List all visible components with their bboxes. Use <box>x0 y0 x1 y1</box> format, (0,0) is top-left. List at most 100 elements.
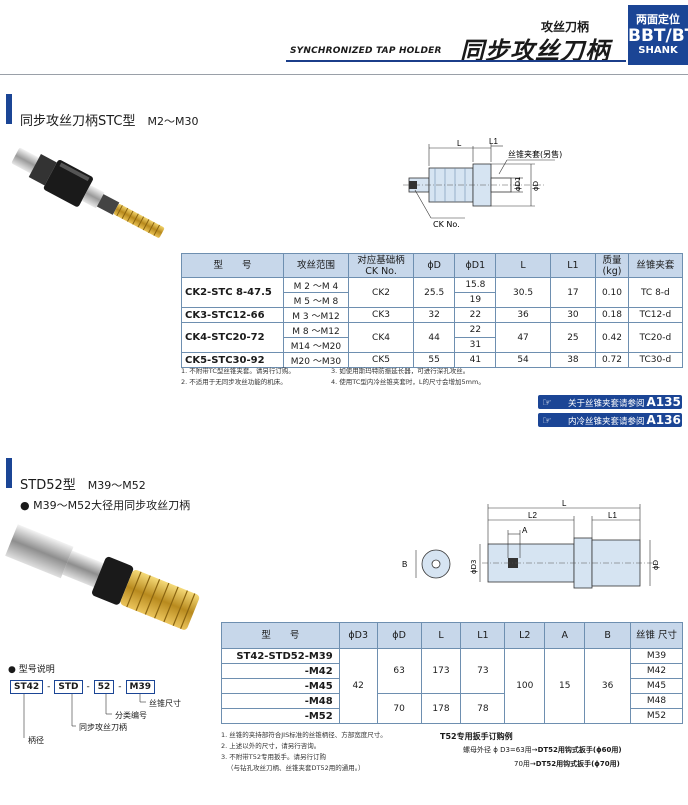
cell-size: M42 <box>630 663 683 679</box>
cell-l2: 100 <box>504 648 546 724</box>
section1-notes-left: 1. 不附带TC型丝锥夹套。请另行订购。 2. 不适用于无同步攻丝功能的机床。 <box>181 366 331 388</box>
code-class: 52 <box>93 680 115 694</box>
shank-badge-top: 两面定位 <box>636 13 680 26</box>
table-row: ST42-STD52-M39 42 63 173 73 100 15 36 M3… <box>221 648 683 724</box>
shank-badge-mid: BBT/BT <box>628 26 688 46</box>
section2-range: M39～M52 <box>87 479 146 492</box>
pointing-hand-icon: ☞ <box>542 396 552 409</box>
th-ck: 对应基础柄 CK No. <box>347 253 415 278</box>
cell-size: M52 <box>630 708 683 724</box>
note-item: 4. 使用TC型内冷丝锥夹套时，L的尺寸会增加5mm。 <box>331 378 485 386</box>
code-sep: - <box>118 682 122 692</box>
cell-model: -M52 <box>221 708 340 724</box>
cell-size: M48 <box>630 693 683 709</box>
th-a: A <box>544 622 586 649</box>
cell-a: 15 <box>544 648 586 724</box>
cell-l1: 17 <box>549 277 597 308</box>
model-explain-title-text: 型号说明 <box>18 665 55 675</box>
th-model: 型 号 <box>181 253 284 278</box>
wrench-line2: 70用→DT52用钩式扳手(ϕ70用) <box>514 759 620 769</box>
ref-text: 关于丝锥夹套请参阅 <box>568 399 645 409</box>
wrench-line1: 螺母外径 ϕ D3=63用→DT52用钩式扳手(ϕ60用) <box>463 745 622 755</box>
cell-model: -M45 <box>221 678 340 694</box>
code-size: M39 <box>125 680 156 694</box>
section2-title-text: STD52型 <box>20 478 76 493</box>
cell-ck: CK3 <box>347 307 415 323</box>
cell-range: M 8 ～M12 <box>282 322 349 338</box>
cell-d1: 41 <box>454 352 497 368</box>
cell-l: 54 <box>495 352 551 368</box>
section2-title: STD52型 M39～M52 <box>20 474 146 493</box>
label-class-no: 分类编号 <box>115 711 147 720</box>
std52-spec-table: 型 号 ϕD3 ϕD L L1 L2 A B 丝锥 尺寸 ST42-STD52-… <box>221 622 683 724</box>
diagram2-label-l: L <box>562 500 567 508</box>
cell-l: 178 <box>420 693 462 724</box>
cell-d: 70 <box>376 693 422 724</box>
th-tap-size: 丝锥 尺寸 <box>630 622 683 649</box>
label-tap-size: 丝锥尺寸 <box>149 699 181 708</box>
cell-model: CK3-STC12-66 <box>181 307 284 323</box>
th-range: 攻丝范围 <box>282 253 349 278</box>
diagram2-label-b: B <box>402 560 407 569</box>
pointing-hand-icon: ☞ <box>542 414 552 427</box>
section1-title-text: 同步攻丝刀柄STC型 <box>20 114 136 129</box>
cell-l1: 30 <box>549 307 597 323</box>
th-d: ϕD <box>376 622 422 649</box>
cell-collet: TC30-d <box>627 352 684 368</box>
cell-d: 63 <box>376 648 422 694</box>
th-model: 型 号 <box>221 622 340 649</box>
code-sep: - <box>47 682 51 692</box>
cell-d1: 19 <box>454 292 497 308</box>
label-shank-dia: 柄径 <box>28 736 44 745</box>
cell-model: CK4-STC20-72 <box>181 322 284 353</box>
cell-collet: TC 8-d <box>627 277 684 308</box>
th-collet: 丝锥夹套 <box>627 253 684 278</box>
table-row: CK4-STC20-72 M 8 ～M12 CK4 44 22 47 25 0.… <box>181 322 684 353</box>
cell-range: M 2 ～M 4 <box>282 277 349 293</box>
std52-diagram: L L2 L1 A B ϕD3 ϕD <box>402 500 660 589</box>
diagram-label-phid: ϕD <box>532 181 540 191</box>
header-divider <box>0 74 688 75</box>
section2-bar <box>6 458 12 488</box>
cell-model: CK5-STC30-92 <box>181 352 284 368</box>
section1-bar <box>6 94 12 124</box>
th-l: L <box>495 253 551 278</box>
diagram2-label-phid3: ϕD3 <box>470 560 478 574</box>
cell-l1: 25 <box>549 322 597 353</box>
shank-badge: 两面定位 BBT/BT SHANK <box>628 5 688 65</box>
note-item: 1. 丝锥的夹持部符合JIS标准的丝锥柄径、方部宽度尺寸。 <box>221 731 387 739</box>
cell-l: 173 <box>420 648 462 694</box>
cell-ck: CK4 <box>347 322 415 353</box>
th-l1: L1 <box>549 253 597 278</box>
wrench-line1-bold: DT52用钩式扳手(ϕ60用) <box>537 746 622 754</box>
cell-range: M 5 ～M 8 <box>282 292 349 308</box>
cell-l: 47 <box>495 322 551 353</box>
std52-holder-image <box>5 524 200 630</box>
cell-model: -M48 <box>221 693 340 709</box>
bullet-dot-icon: ● <box>8 665 16 675</box>
stc-spec-table: 型 号 攻丝范围 对应基础柄 CK No. ϕD ϕD1 L L1 质量 (kg… <box>181 253 684 368</box>
cell-d: 32 <box>413 307 456 323</box>
diagram2-label-phid: ϕD <box>652 560 660 570</box>
cell-l1: 38 <box>549 352 597 368</box>
th-d3: ϕD3 <box>338 622 378 649</box>
wrench-title: T52专用扳手订购例 <box>440 732 513 741</box>
th-b: B <box>584 622 632 649</box>
note-item: 2. 上述以外的尺寸，请另行咨询。 <box>221 742 321 750</box>
cell-collet: TC20-d <box>627 322 684 353</box>
diagram2-label-a: A <box>522 526 528 535</box>
cell-mass: 0.42 <box>595 322 629 353</box>
cell-range: M20 ～M30 <box>282 352 349 368</box>
cell-d1: 22 <box>454 307 497 323</box>
header-underline <box>286 60 626 62</box>
cell-ck: CK2 <box>347 277 415 308</box>
code-shank: ST42 <box>10 680 44 694</box>
table-row: -M52 M52 <box>221 708 683 724</box>
diagram-label-l: L <box>457 139 462 148</box>
diagram2-label-l2: L2 <box>528 511 537 520</box>
th-l2: L2 <box>504 622 546 649</box>
note-item: （与钻孔攻丝刀柄、丝锥夹套DT52用的通用。） <box>227 764 365 772</box>
